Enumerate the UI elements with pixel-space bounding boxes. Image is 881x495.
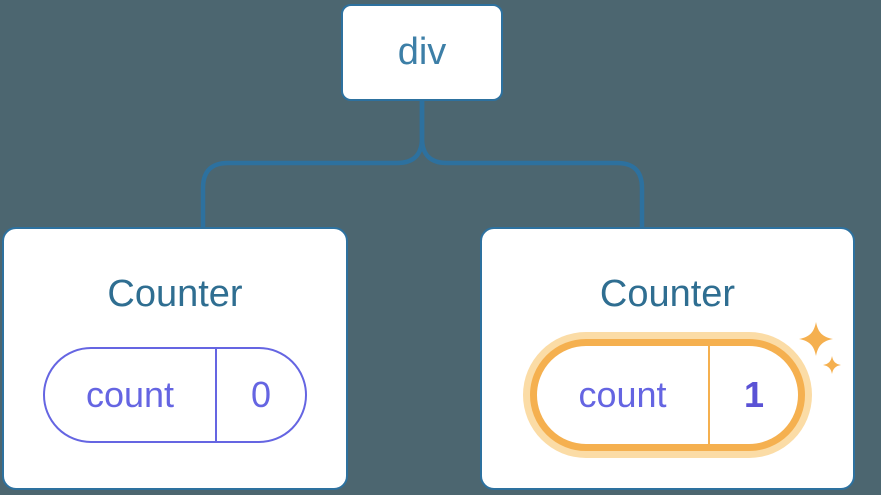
state-value-cell: 1 <box>710 346 798 444</box>
counter-card-title: Counter <box>599 273 736 315</box>
state-key-cell: count <box>45 349 217 441</box>
state-value-cell: 0 <box>217 349 305 441</box>
state-key-label: count <box>85 374 175 415</box>
counter-card-right: Counter count 1 <box>480 227 855 490</box>
connector-left-branch <box>200 101 425 228</box>
state-value: 0 <box>250 374 272 415</box>
state-pill: count 0 <box>43 347 307 443</box>
connector-right-branch <box>419 101 645 228</box>
counter-card-title: Counter <box>107 273 243 315</box>
root-node-label: div <box>397 31 447 73</box>
state-key-label: count <box>578 374 667 415</box>
state-key-cell: count <box>537 346 710 444</box>
counter-card-left: Counter count 0 <box>2 227 348 490</box>
state-value: 1 <box>743 374 765 415</box>
root-node-div: div <box>341 4 503 101</box>
state-pill-highlighted: count 1 <box>530 339 805 451</box>
